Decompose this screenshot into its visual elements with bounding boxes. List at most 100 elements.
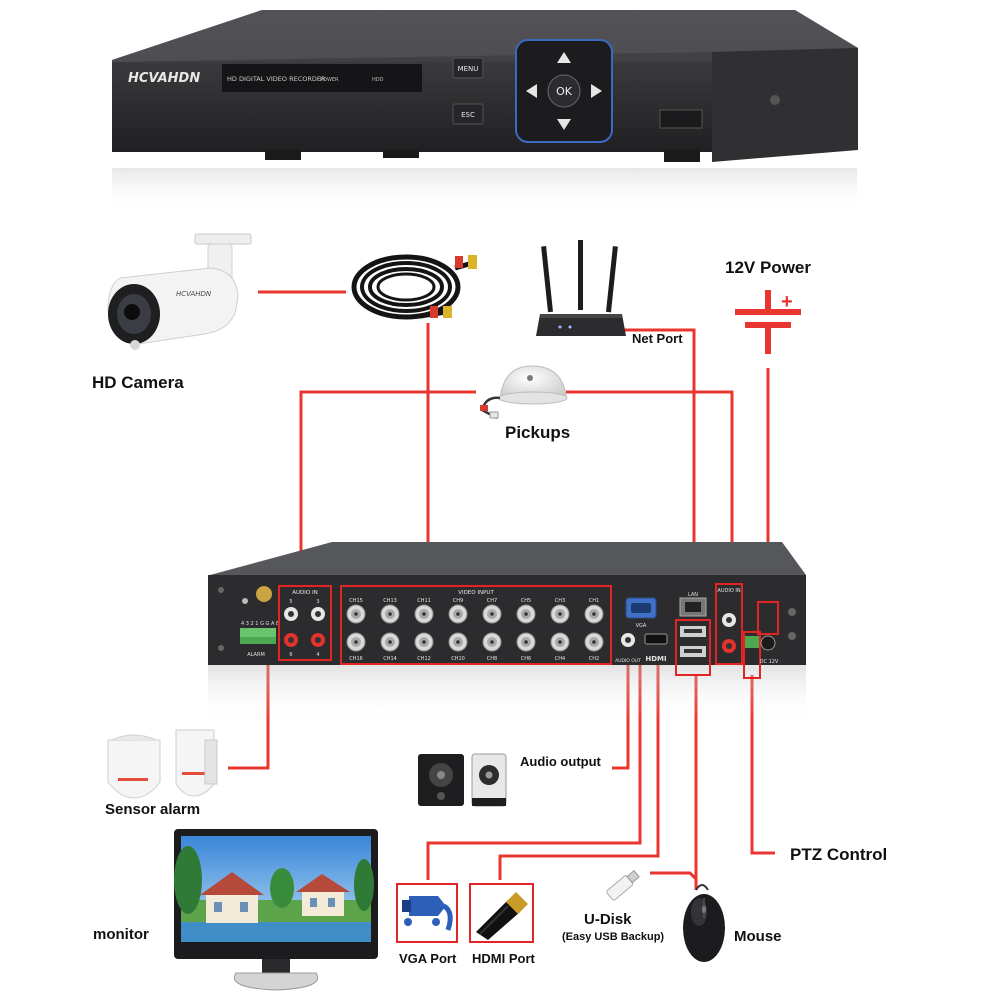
channel-label: CH5 (521, 598, 531, 604)
sensor-alarm-icon (107, 729, 218, 799)
bnc-connector[interactable] (482, 632, 502, 652)
pickup-to-right-audio-line (566, 390, 734, 588)
monitor-icon (174, 829, 378, 991)
channel-label: CH3 (555, 598, 565, 604)
channel-label: CH16 (349, 656, 363, 662)
ptz-terminal[interactable] (745, 636, 759, 648)
ptz-control-label: PTZ Control (790, 845, 888, 864)
pickups-label: Pickups (505, 423, 571, 442)
ptz-box (743, 631, 761, 679)
hdmi-connector[interactable] (644, 633, 668, 645)
video-input-label: VIDEO INPUT (458, 590, 494, 596)
front-model-text: HD DIGITAL VIDEO RECORDER (227, 75, 326, 83)
bnc-connector[interactable] (346, 632, 366, 652)
bnc-connector[interactable] (380, 632, 400, 652)
monitor-label: monitor (93, 926, 149, 943)
udisk-label: U-Disk (584, 911, 632, 928)
vga-text: VGA (636, 623, 647, 629)
audio-left-4: 4 (316, 652, 319, 658)
bnc-connector[interactable] (448, 632, 468, 652)
camera-label: HD Camera (92, 373, 184, 392)
dvr-back-panel: 4 3 2 1 G G A B ALARM AUDIO IN 5 3 6 4 V… (208, 542, 806, 723)
esc-button[interactable] (452, 103, 484, 125)
bnc-connector[interactable] (482, 604, 502, 624)
vga-plug-icon (402, 896, 453, 931)
bnc-connector[interactable] (448, 604, 468, 624)
bnc-connector[interactable] (550, 604, 570, 624)
nav-down-icon[interactable] (557, 119, 571, 130)
udisk-icon (606, 870, 640, 901)
dc-box (757, 601, 779, 635)
power-plus: + (781, 291, 793, 313)
nav-left-icon[interactable] (526, 84, 537, 98)
net-port-label: Net Port (632, 331, 683, 346)
vga-to-vga-port-line (426, 612, 642, 880)
usb-to-udisk-line (650, 871, 698, 881)
hd-camera: HCVAHDN (107, 233, 252, 350)
lan-text: LAN (688, 592, 698, 598)
hdmi-text: HDMI (645, 655, 666, 663)
vga-port-label: VGA Port (399, 951, 457, 966)
channel-label: CH2 (589, 656, 599, 662)
dc-text: DC 12V (760, 659, 779, 665)
channel-label: CH8 (487, 656, 497, 662)
channel-label: CH12 (417, 656, 431, 662)
ok-button[interactable] (547, 74, 581, 108)
audio-in-left-label: AUDIO IN (292, 590, 317, 596)
audio-output-label: Audio output (520, 754, 601, 769)
ok-label: OK (556, 85, 573, 98)
front-hdd-text: HDD (372, 77, 384, 83)
pickup-mic-icon (480, 365, 568, 420)
audio-left-3: 3 (316, 599, 319, 605)
usb-box (675, 619, 711, 676)
mouse-icon (683, 884, 725, 962)
router-icon (536, 240, 626, 336)
menu-button[interactable] (452, 57, 484, 79)
audio-left-5: 5 (289, 599, 292, 605)
front-brand: HCVAHDN (128, 71, 200, 86)
bnc-connector[interactable] (550, 632, 570, 652)
bnc-connector[interactable] (584, 604, 604, 624)
sensor-alarm-label: Sensor alarm (105, 801, 201, 818)
audio-in-right-box (715, 583, 743, 665)
channel-label: CH7 (487, 598, 497, 604)
audio-left-6: 6 (289, 652, 292, 658)
front-power-text: POWER (320, 77, 339, 83)
pickup-to-left-audio-line (299, 390, 476, 592)
bnc-connector[interactable] (414, 632, 434, 652)
audio-in-left-box (278, 585, 332, 661)
channel-label: CH15 (349, 598, 363, 604)
bnc-connector[interactable] (516, 632, 536, 652)
power-symbol-icon: + (735, 290, 801, 354)
bnc-connector[interactable] (346, 604, 366, 624)
camera-brand: HCVAHDN (176, 290, 212, 298)
hdmi-plug-icon (476, 892, 528, 940)
nav-right-icon[interactable] (591, 84, 602, 98)
alarm-pins-text: 4 3 2 1 G G A B (241, 621, 280, 627)
channel-label: CH11 (417, 598, 431, 604)
bnc-connector[interactable] (516, 604, 536, 624)
speakers-icon (418, 753, 507, 807)
channel-label: CH9 (453, 598, 463, 604)
dc-jack[interactable] (760, 635, 776, 651)
audio-in-right-label: AUDIO IN (717, 588, 740, 594)
bnc-connector[interactable] (380, 604, 400, 624)
video-input-box (340, 585, 612, 665)
nav-up-icon[interactable] (557, 52, 571, 63)
udisk-note-label: (Easy USB Backup) (562, 931, 665, 943)
ptz-line (750, 675, 775, 855)
usb-slot-front (659, 109, 703, 129)
router-to-lan-line (623, 328, 696, 588)
alarm-text: ALARM (247, 652, 265, 658)
alarm-terminal[interactable] (240, 628, 276, 637)
hdmi-port-label: HDMI Port (472, 951, 535, 966)
bnc-connector[interactable] (414, 604, 434, 624)
dvr-front-panel: HCVAHDN HD DIGITAL VIDEO RECORDER POWER … (112, 10, 858, 213)
channel-label: CH10 (451, 656, 465, 662)
channel-label: CH1 (589, 598, 599, 604)
coax-cable-icon (351, 254, 477, 320)
bnc-connector[interactable] (584, 632, 604, 652)
esc-label: ESC (461, 111, 475, 119)
